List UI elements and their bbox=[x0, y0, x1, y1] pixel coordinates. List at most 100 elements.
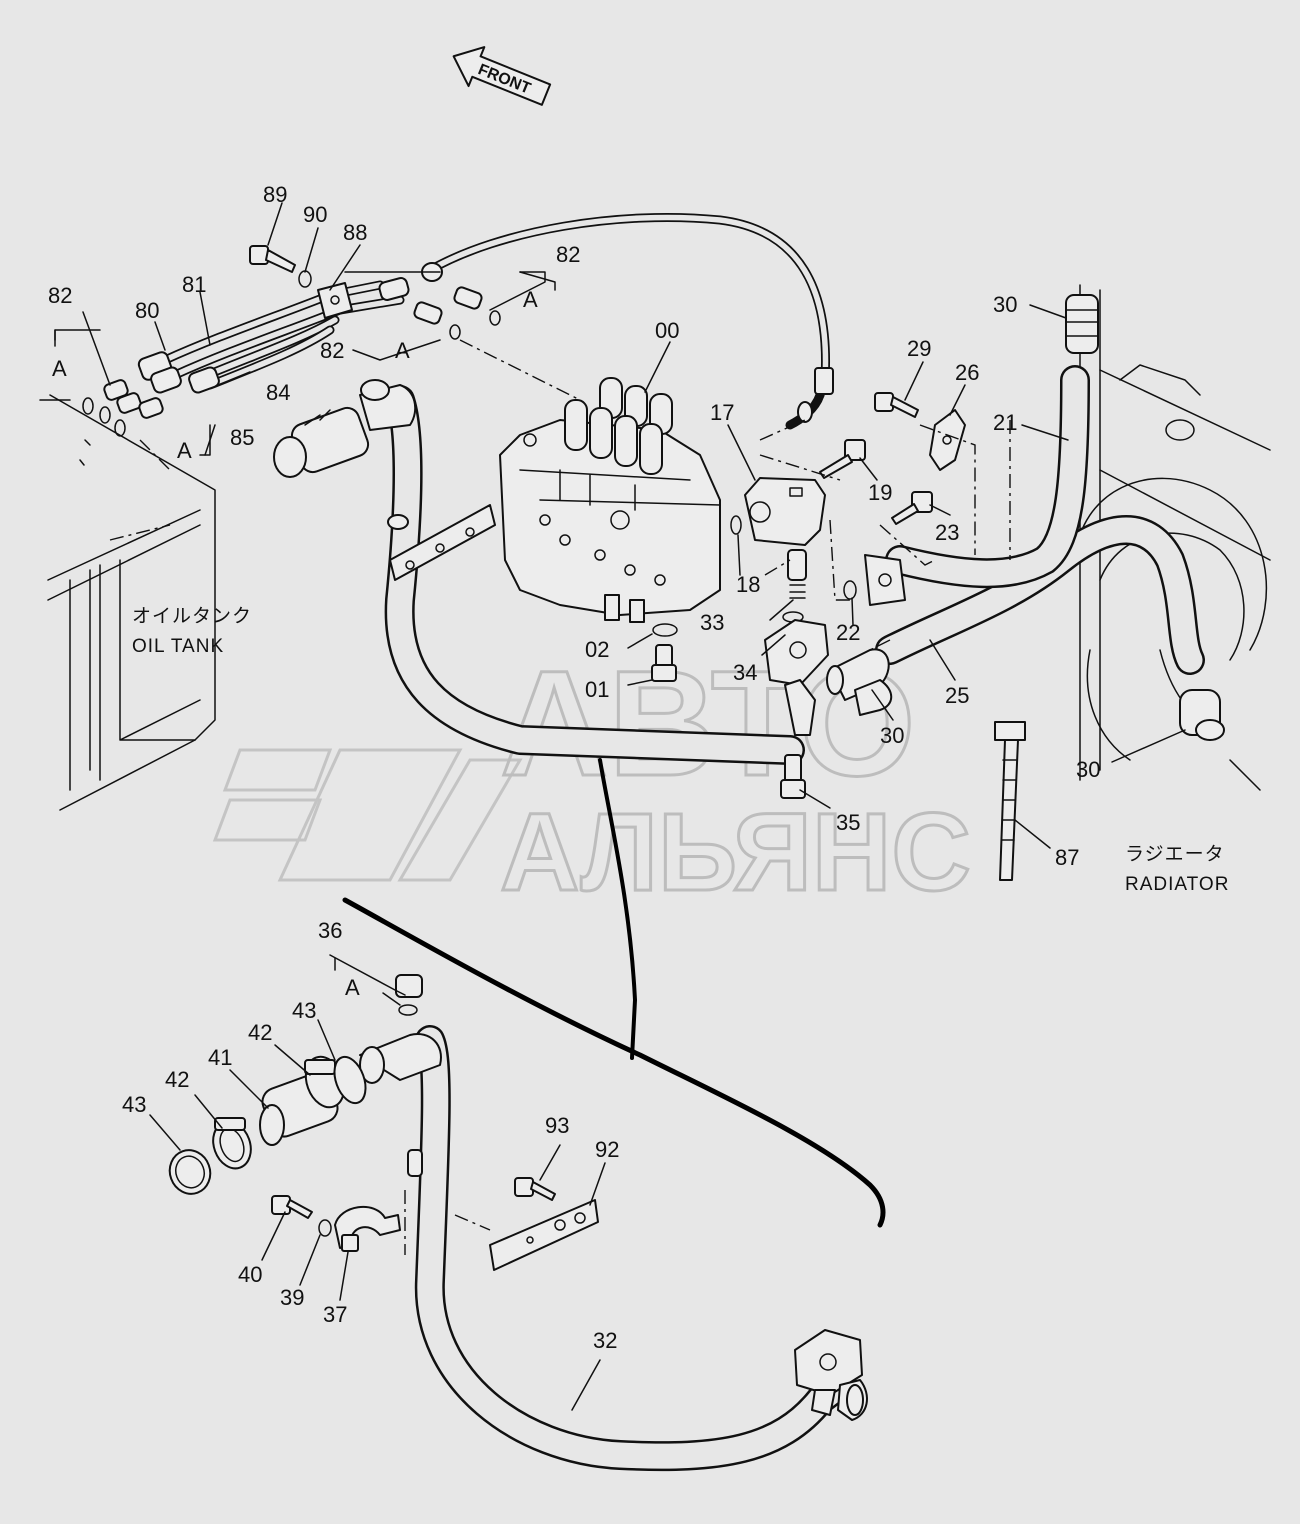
callout-01: 01 bbox=[585, 677, 609, 702]
hose-21-plug bbox=[1065, 294, 1099, 354]
callout-82-mid: 82 bbox=[320, 338, 344, 363]
suction-bracket bbox=[387, 504, 496, 581]
callout-92: 92 bbox=[595, 1137, 619, 1162]
callout-26: 26 bbox=[955, 360, 979, 385]
callout-84: 84 bbox=[266, 380, 290, 405]
bolt-19-icon bbox=[819, 439, 866, 479]
callout-00: 00 bbox=[655, 318, 679, 343]
washer-90 bbox=[298, 270, 312, 288]
radiator-hose-clamp bbox=[1179, 689, 1225, 741]
bolt-35-icon bbox=[780, 754, 806, 799]
callout-90: 90 bbox=[303, 202, 327, 227]
bolt-40-icon bbox=[271, 1195, 313, 1219]
clamp-26 bbox=[929, 409, 966, 471]
callout-a-36: A bbox=[345, 975, 360, 1000]
callout-23: 23 bbox=[935, 520, 959, 545]
lower-flange-block bbox=[794, 1329, 868, 1421]
callout-numbers: 89 90 88 81 80 82 A 82 A 82 A 84 85 A 00… bbox=[48, 182, 1100, 1353]
cable-tie-87 bbox=[994, 721, 1026, 881]
callout-a-bottom: A bbox=[177, 438, 192, 463]
callout-89: 89 bbox=[263, 182, 287, 207]
section-wire bbox=[342, 758, 886, 1228]
clamp-37 bbox=[334, 1205, 401, 1252]
callout-29: 29 bbox=[907, 336, 931, 361]
callout-43-top: 43 bbox=[292, 998, 316, 1023]
radiator-label-en: RADIATOR bbox=[1125, 874, 1229, 895]
relief-valve-17 bbox=[744, 477, 826, 546]
bolt-89-icon bbox=[249, 245, 296, 273]
callout-a-mid: A bbox=[395, 338, 410, 363]
clamp-43-left bbox=[168, 1149, 212, 1195]
callout-85: 85 bbox=[230, 425, 254, 450]
bracket-92 bbox=[489, 1199, 599, 1271]
callout-30-mid: 30 bbox=[880, 723, 904, 748]
callout-82-top: 82 bbox=[556, 242, 580, 267]
lower-assembly-lines bbox=[404, 1190, 491, 1255]
flange-block bbox=[764, 619, 890, 736]
suction-pipe bbox=[384, 385, 805, 765]
callout-22: 22 bbox=[836, 620, 860, 645]
plug-36 bbox=[395, 974, 423, 1016]
callout-19: 19 bbox=[868, 480, 892, 505]
front-direction-arrow: FRONT bbox=[452, 46, 552, 106]
bolt-29-icon bbox=[874, 392, 919, 418]
callout-18: 18 bbox=[736, 572, 760, 597]
callout-17: 17 bbox=[710, 400, 734, 425]
clamp-42-left bbox=[212, 1117, 252, 1170]
oil-tank-label-jp: オイルタンク bbox=[132, 605, 252, 627]
o-ring-22 bbox=[843, 580, 857, 600]
callout-93: 93 bbox=[545, 1113, 569, 1138]
suction-elbow bbox=[359, 379, 417, 431]
callout-35: 35 bbox=[836, 810, 860, 835]
callout-a-top: A bbox=[523, 287, 538, 312]
bolt-01-icon bbox=[651, 644, 677, 682]
callout-39: 39 bbox=[280, 1285, 304, 1310]
leader-lines bbox=[54, 202, 1186, 1411]
assembly-lines bbox=[139, 339, 1011, 651]
control-valve bbox=[499, 377, 721, 623]
suction-hose-clamp bbox=[273, 406, 370, 478]
washer-02 bbox=[652, 623, 678, 637]
bolt-93-icon bbox=[514, 1177, 556, 1201]
radiator-label-jp: ラジエータ bbox=[1125, 843, 1225, 865]
callout-30-right: 30 bbox=[1076, 757, 1100, 782]
washer-39 bbox=[318, 1219, 332, 1237]
bolts bbox=[249, 245, 933, 799]
callout-40: 40 bbox=[238, 1262, 262, 1287]
callout-33: 33 bbox=[700, 610, 724, 635]
callout-a-left: A bbox=[52, 356, 67, 381]
callout-34: 34 bbox=[733, 660, 757, 685]
callout-02: 02 bbox=[585, 637, 609, 662]
watermark-logo-icon bbox=[212, 748, 523, 882]
callout-81: 81 bbox=[182, 272, 206, 297]
clamp-43-top bbox=[333, 1055, 367, 1105]
lower-pipe-32 bbox=[359, 1025, 855, 1472]
oil-tank-label-en: OIL TANK bbox=[132, 636, 224, 657]
callout-25: 25 bbox=[945, 683, 969, 708]
callout-42-left: 42 bbox=[165, 1067, 189, 1092]
callout-87: 87 bbox=[1055, 845, 1079, 870]
callout-37: 37 bbox=[323, 1302, 347, 1327]
callout-32: 32 bbox=[593, 1328, 617, 1353]
valve-top-fittings bbox=[378, 262, 501, 340]
a-brackets bbox=[54, 271, 556, 971]
fitting-33 bbox=[787, 549, 807, 599]
flange-22 bbox=[854, 554, 906, 716]
o-ring-18 bbox=[730, 515, 742, 535]
callout-80: 80 bbox=[135, 298, 159, 323]
callout-30-top: 30 bbox=[993, 292, 1017, 317]
callout-36: 36 bbox=[318, 918, 342, 943]
callout-41: 41 bbox=[208, 1045, 232, 1070]
pilot-lines-bundle bbox=[160, 280, 405, 390]
oil-tank bbox=[39, 394, 216, 811]
callout-21: 21 bbox=[993, 410, 1017, 435]
callout-43-left: 43 bbox=[122, 1092, 146, 1117]
callout-82-left: 82 bbox=[48, 283, 72, 308]
pilot-hose-loop bbox=[425, 212, 834, 430]
radiator-outlet-hose bbox=[885, 365, 1090, 589]
watermark-line2: АЛЬЯНС bbox=[500, 791, 971, 914]
bolt-23-icon bbox=[891, 491, 933, 525]
callout-88: 88 bbox=[343, 220, 367, 245]
callout-42-top: 42 bbox=[248, 1020, 272, 1045]
